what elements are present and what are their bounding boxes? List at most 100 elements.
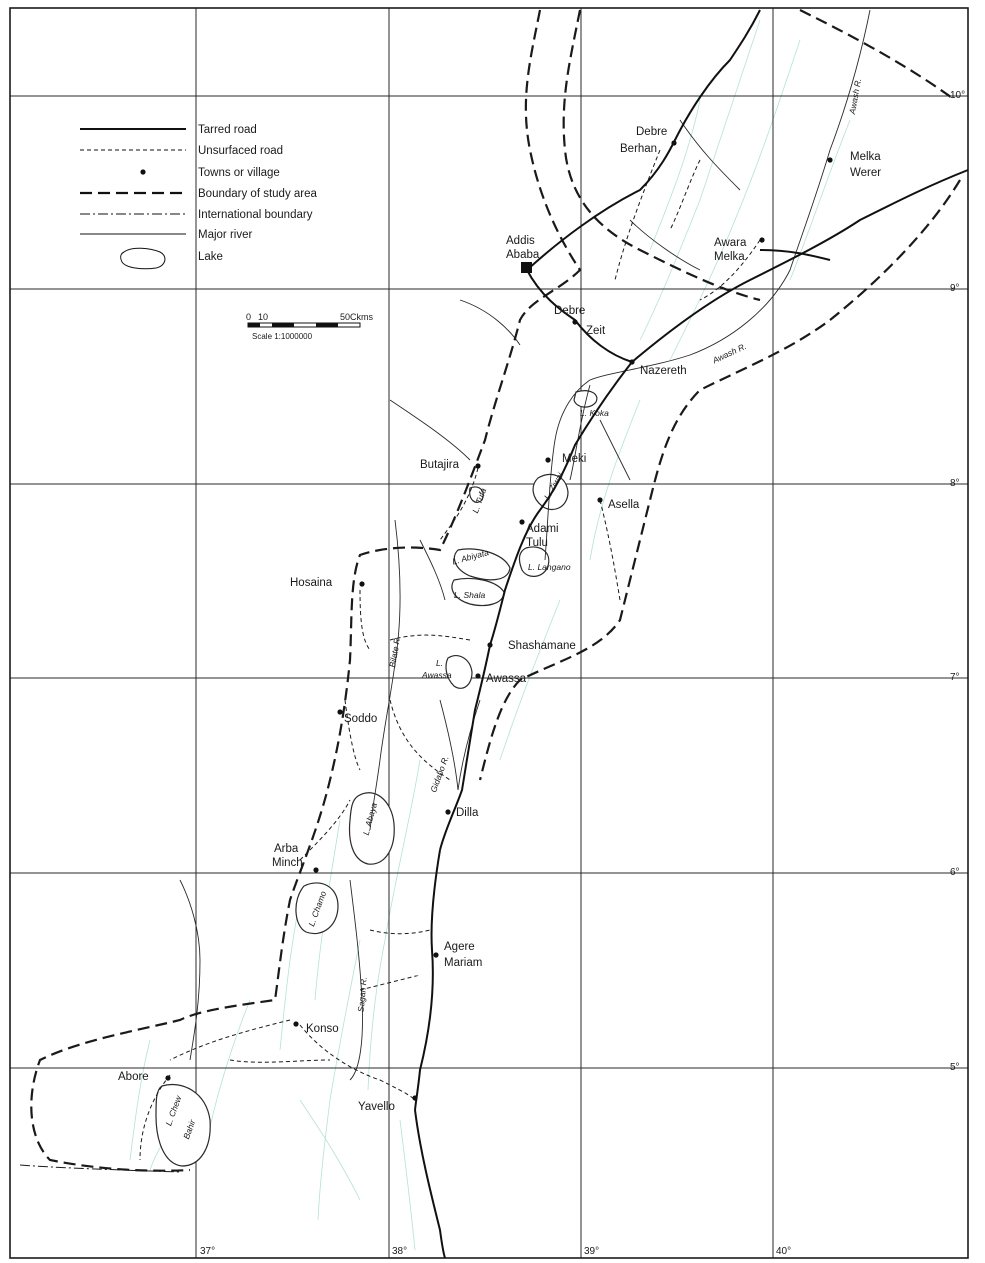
road-south xyxy=(414,1109,446,1259)
lat-label-7: 7° xyxy=(950,672,960,683)
lake-label-awassa-1: L. xyxy=(436,658,443,668)
lat-label-5: 5° xyxy=(950,1062,960,1073)
legend-label-lake: Lake xyxy=(198,251,223,263)
rivers xyxy=(179,9,871,1081)
river-labels: Awash R. Awash R. Bilate R. Gidabo R. Sa… xyxy=(356,78,863,1013)
town-label-debre-berhan-1: Debre xyxy=(636,126,667,138)
town-label-melka-werer-2: Werer xyxy=(850,167,881,179)
lon-label-38: 38° xyxy=(392,1246,407,1257)
river-sagan xyxy=(349,879,363,1081)
legend-swatch-town xyxy=(140,169,146,175)
town-marker-melka-werer xyxy=(827,157,833,163)
legend-label-intl: International boundary xyxy=(198,209,313,221)
scale-tick-mid: 10 xyxy=(258,312,268,322)
town-marker-arba-minch xyxy=(313,867,319,873)
town-label-awara-melka-2: Melka xyxy=(714,251,745,263)
river-gidabo xyxy=(439,699,459,791)
town-label-agere-mariam-1: Agere xyxy=(444,941,475,953)
legend-swatch-lake xyxy=(120,247,166,270)
town-label-debre-berhan-2: Berhan xyxy=(620,143,657,155)
town-label-meki: Meki xyxy=(562,453,586,465)
legend-label-tarred: Tarred road xyxy=(198,124,257,136)
town-marker-agere-mariam xyxy=(433,952,439,958)
contour-lines xyxy=(129,19,851,1251)
town-label-debre-zeit-2: Zeit xyxy=(586,325,606,337)
map-frame xyxy=(9,7,969,1259)
town-label-adami-tulu-1: Adami xyxy=(526,523,559,535)
town-label-hosaina: Hosaina xyxy=(290,577,333,589)
town-marker-nazereth xyxy=(629,359,635,365)
scale-tick-start: 0 xyxy=(246,312,251,322)
river-label-awash-south: Awash R. xyxy=(710,341,748,366)
coordinate-labels: 10° 9° 8° 7° 6° 5° 37° 38° 39° 40° xyxy=(200,90,965,1257)
lakes xyxy=(155,390,598,1167)
town-labels: Debre Berhan Melka Werer Addis Ababa Awa… xyxy=(118,126,881,1113)
town-label-addis-ababa-1: Addis xyxy=(506,235,535,247)
lon-label-37: 37° xyxy=(200,1246,215,1257)
lake-langano xyxy=(518,546,550,577)
lake-label-shala: L. Shala xyxy=(454,590,485,600)
town-label-nazereth: Nazereth xyxy=(640,365,687,377)
town-label-dilla: Dilla xyxy=(456,807,479,819)
lake-shala xyxy=(451,577,505,607)
road-addis-debre-berhan xyxy=(526,9,761,271)
legend-label-town: Towns or village xyxy=(198,167,280,179)
town-label-asella: Asella xyxy=(608,499,640,511)
town-marker-asella xyxy=(597,497,603,503)
town-label-agere-mariam-2: Mariam xyxy=(444,957,482,969)
graticule xyxy=(10,8,968,1258)
lon-label-39: 39° xyxy=(584,1246,599,1257)
road-shashamane-dilla xyxy=(439,644,491,851)
river-awash xyxy=(544,9,871,561)
town-label-butajira: Butajira xyxy=(420,459,460,471)
town-label-arba-minch-1: Arba xyxy=(274,843,299,855)
town-label-shashamane: Shashamane xyxy=(508,640,576,652)
lake-abaya xyxy=(348,792,395,865)
lake-tufa xyxy=(469,486,484,503)
lat-label-10: 10° xyxy=(950,90,965,101)
town-marker-meki xyxy=(545,457,551,463)
study-boundary xyxy=(30,9,961,1172)
scale-bar: 0 10 50Ckms Scale 1:1000000 xyxy=(246,312,374,341)
lake-awassa xyxy=(445,655,473,689)
town-label-abore: Abore xyxy=(118,1071,149,1083)
unsurfaced-roads xyxy=(139,149,761,1161)
town-marker-addis-ababa xyxy=(521,262,532,273)
town-marker-adami-tulu xyxy=(519,519,525,525)
town-label-addis-ababa-2: Ababa xyxy=(506,249,540,261)
lake-label-awassa-2: Awassa xyxy=(421,670,452,680)
town-marker-debre-berhan xyxy=(671,140,677,146)
road-nazereth-shashamane xyxy=(489,361,633,646)
lake-ziway xyxy=(532,473,569,511)
lake-label-langano: L. Langano xyxy=(528,562,571,572)
town-marker-awassa xyxy=(475,673,481,679)
town-marker-abore xyxy=(165,1075,171,1081)
town-markers xyxy=(165,140,833,1101)
town-marker-konso xyxy=(293,1021,299,1027)
lat-label-8: 8° xyxy=(950,478,960,489)
river-label-gidabo: Gidabo R. xyxy=(428,754,450,793)
town-marker-debre-zeit xyxy=(572,319,578,325)
lake-abiyata xyxy=(453,548,511,581)
town-label-melka-werer-1: Melka xyxy=(850,151,881,163)
lat-label-6: 6° xyxy=(950,867,960,878)
road-dilla-yavello xyxy=(414,849,441,1111)
town-label-konso: Konso xyxy=(306,1023,339,1035)
town-label-yavello: Yavello xyxy=(358,1101,395,1113)
tarred-roads xyxy=(414,9,969,1259)
town-label-arba-minch-2: Minch xyxy=(272,857,303,869)
river-label-sagan: Sagan R. xyxy=(356,976,369,1012)
lat-label-9: 9° xyxy=(950,283,960,294)
legend: Tarred road Unsurfaced road Towns or vil… xyxy=(80,124,318,270)
town-label-soddo: Soddo xyxy=(344,713,377,725)
town-marker-dilla xyxy=(445,809,451,815)
international-boundary xyxy=(19,1164,181,1173)
river-label-awash-north: Awash R. xyxy=(847,78,863,116)
legend-label-unsurfaced: Unsurfaced road xyxy=(198,145,283,157)
legend-label-river: Major river xyxy=(198,229,252,241)
river-bilate xyxy=(369,519,401,831)
lon-label-40: 40° xyxy=(776,1246,791,1257)
town-label-awassa: Awassa xyxy=(486,673,527,685)
lake-chew-bahir xyxy=(155,1084,211,1167)
